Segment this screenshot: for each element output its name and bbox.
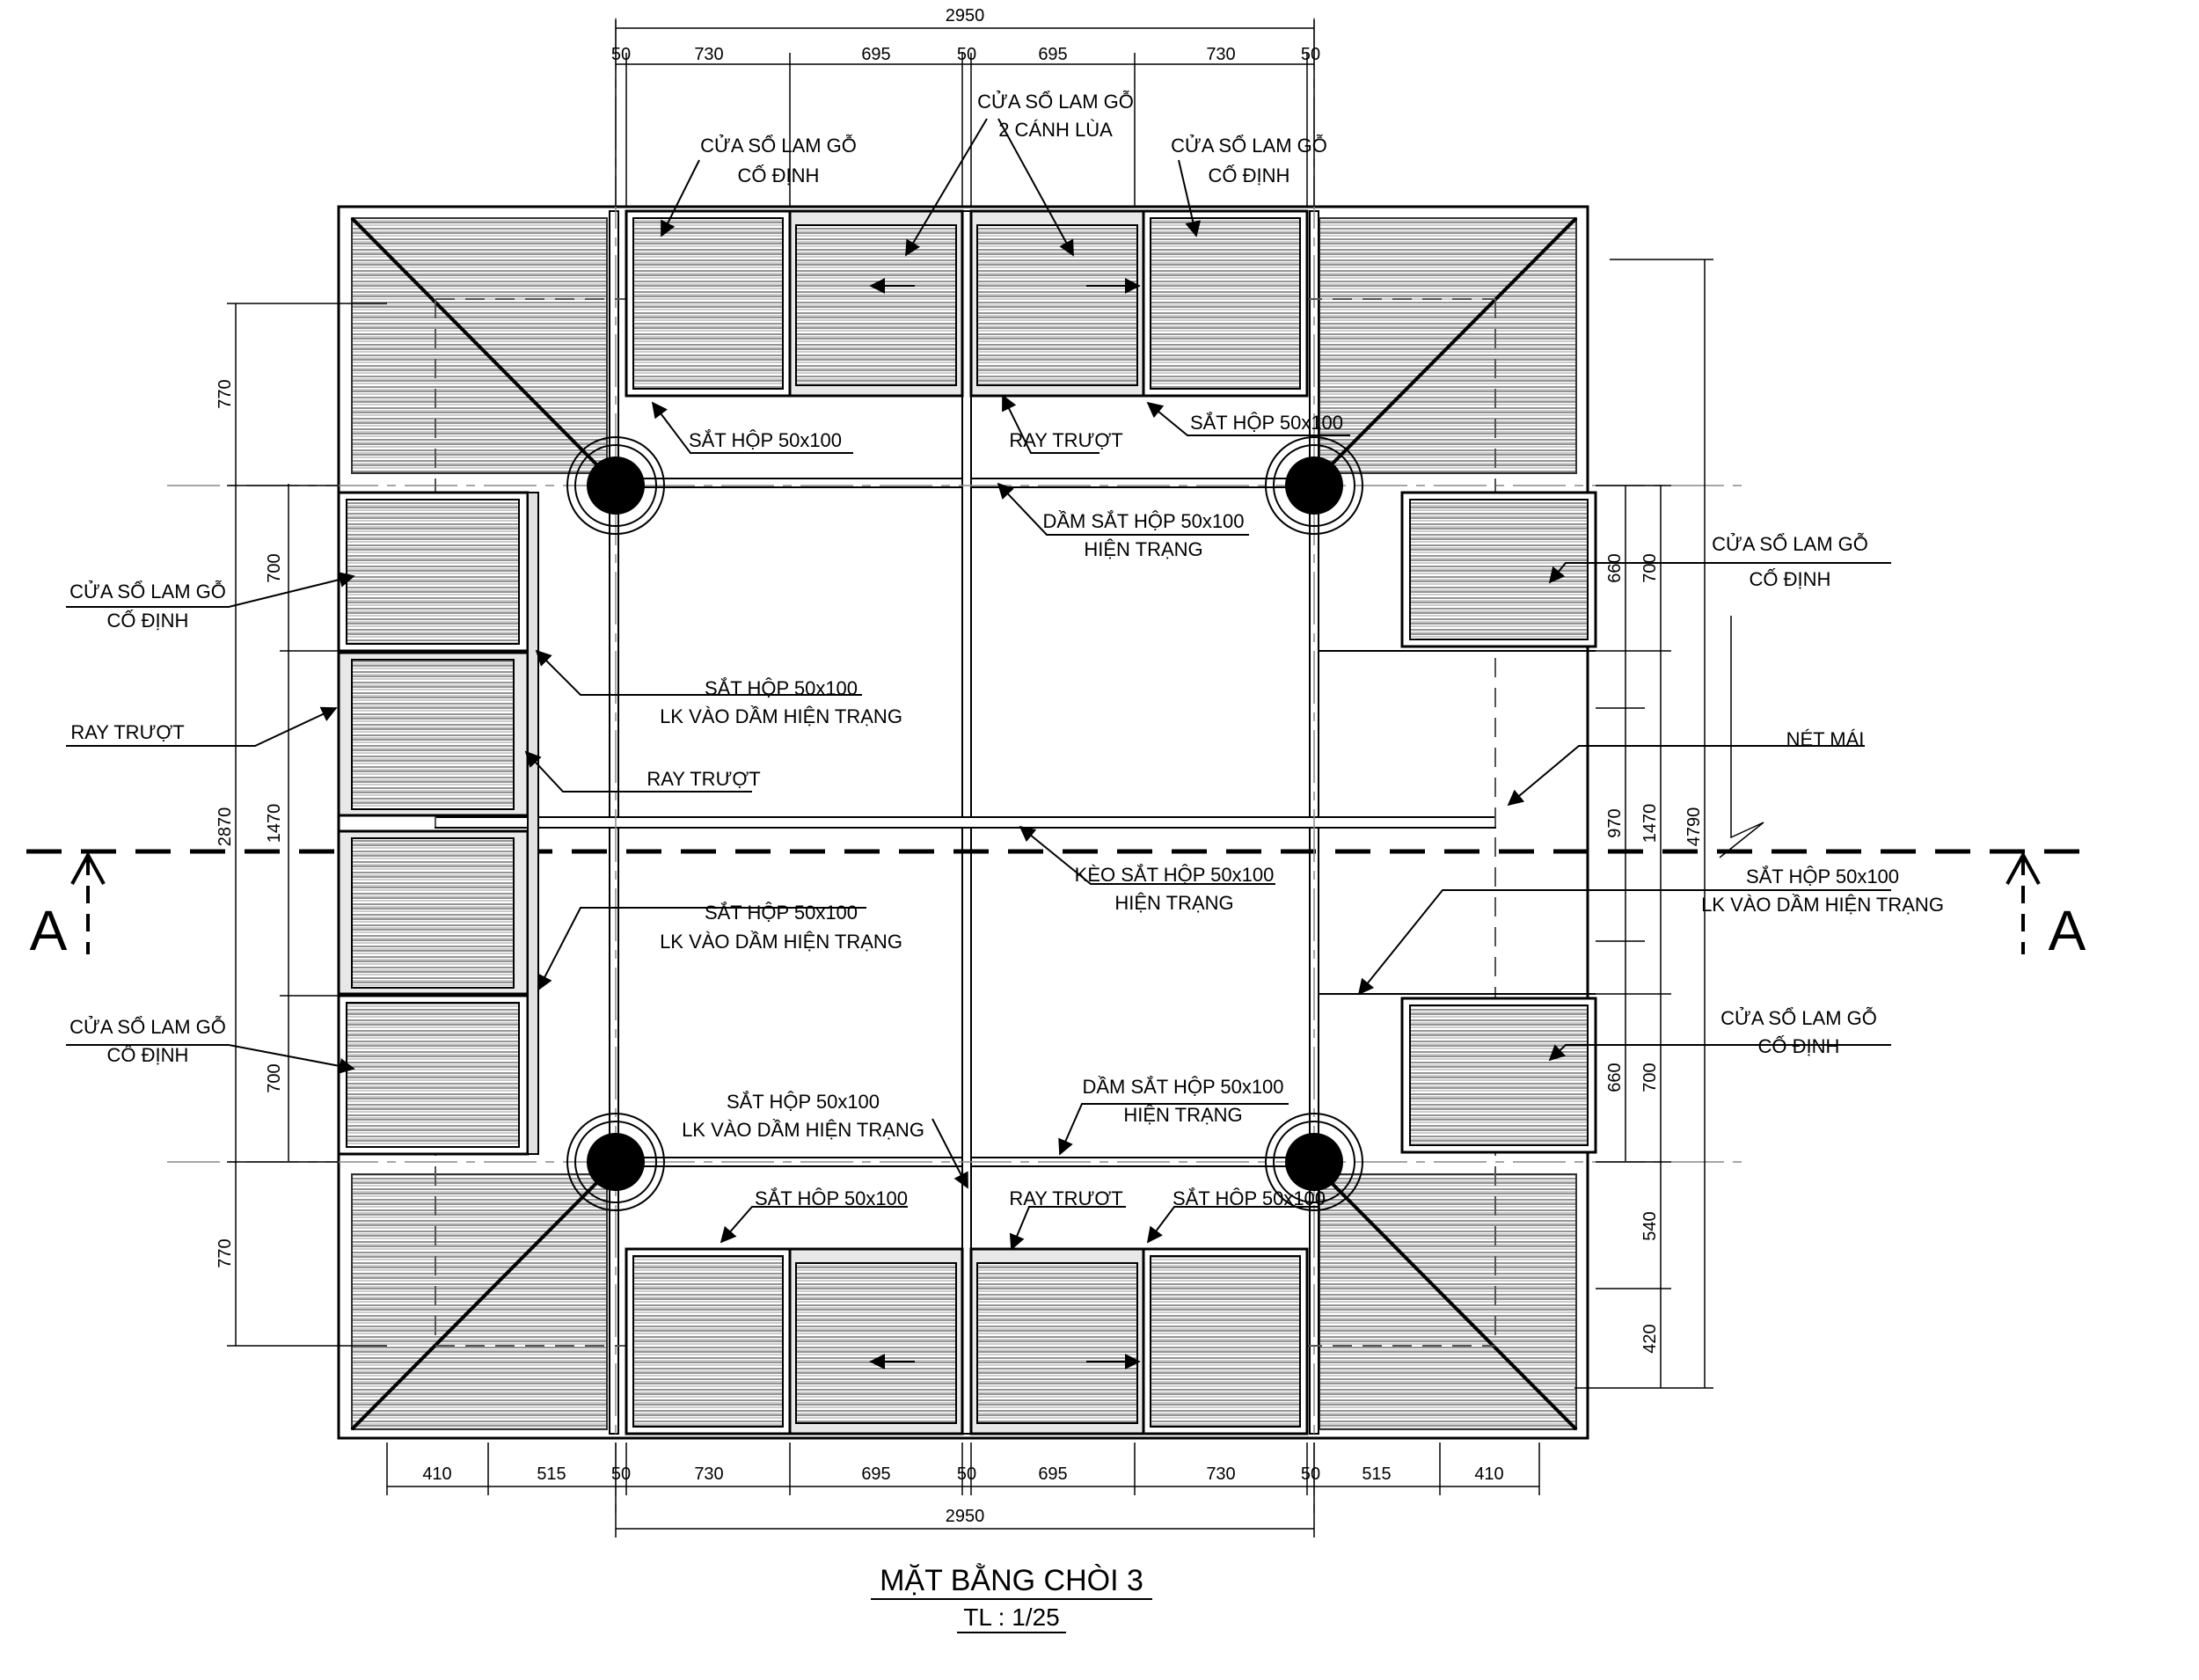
label-beam-top-1: DẦM SẮT HỘP 50x100 [1042, 510, 1244, 532]
column-bottom-left [566, 1113, 665, 1211]
dim-top-1: 50 [611, 45, 631, 64]
dim-left-1: 770 [216, 379, 235, 408]
label-net-mai: NÉT MÁI [1786, 728, 1865, 750]
label-steel-left-2a: SẮT HỘP 50x100 [705, 902, 858, 924]
dim-left-5: 770 [216, 1238, 235, 1267]
label-rail-center: RAY TRƯỢT [647, 768, 760, 790]
label-steel-right-b: LK VÀO DẦM HIỆN TRẠNG [1701, 894, 1944, 916]
column-top-left [566, 436, 665, 535]
dim-top-total: 2950 [946, 6, 985, 26]
label-steel-bottom-center-b: LK VÀO DẦM HIỆN TRẠNG [682, 1119, 924, 1141]
section-mark-right: A [2005, 851, 2086, 962]
dim-top-2: 730 [694, 45, 723, 64]
dim-bottom-11: 410 [1474, 1465, 1503, 1484]
dim-left-2: 700 [265, 553, 284, 582]
dim-bottom-5: 695 [861, 1465, 890, 1484]
drawing-title: MẶT BẰNG CHÒI 3 [880, 1564, 1143, 1597]
label-window-sliding-2: 2 CÁNH LÙA [998, 119, 1113, 141]
dim-right-2: 700 [1640, 553, 1660, 582]
label-steel-left-2b: LK VÀO DẦM HIỆN TRẠNG [660, 931, 902, 953]
dim-top-4: 50 [957, 45, 976, 64]
column-top-right [1265, 436, 1363, 535]
dimension-labels: 2950 50 730 695 50 695 730 50 410 515 50… [216, 6, 1704, 1526]
dim-bottom-7: 695 [1038, 1465, 1067, 1484]
label-window-top-right-2: CỐ ĐỊNH [1209, 164, 1290, 186]
dim-bottom-4: 730 [694, 1465, 723, 1484]
dim-right-4: 1470 [1640, 804, 1660, 844]
label-window-top-right-1: CỬA SỔ LAM GỖ [1171, 134, 1327, 157]
label-window-right-bottom-2: CỐ ĐỊNH [1758, 1034, 1840, 1057]
dim-right-6: 700 [1640, 1063, 1660, 1092]
label-steel-top-right: SẮT HỘP 50x100 [1190, 412, 1343, 434]
label-beam-bottom-1: DẦM SẮT HỘP 50x100 [1082, 1076, 1283, 1098]
dim-right-3: 970 [1605, 808, 1625, 837]
window-panels [337, 209, 1597, 1435]
label-truss-1: KÈO SẮT HỘP 50x100 [1075, 864, 1275, 886]
columns [566, 436, 1363, 1211]
label-window-left-top-2: CỐ ĐỊNH [107, 609, 189, 632]
dim-bottom-3: 50 [611, 1465, 631, 1484]
section-letter-left: A [30, 899, 68, 962]
dim-right-8: 420 [1640, 1324, 1660, 1353]
dim-bottom-1: 410 [422, 1465, 451, 1484]
dim-bottom-6: 50 [957, 1465, 976, 1484]
drawing-title-block: MẶT BẰNG CHÒI 3 TL : 1/25 [871, 1564, 1152, 1633]
label-window-sliding-1: CỬA SỔ LAM GỖ [977, 90, 1134, 113]
label-steel-left-1a: SẮT HỘP 50x100 [705, 677, 858, 699]
label-window-left-bottom-1: CỬA SỔ LAM GỖ [69, 1015, 226, 1038]
structural-frame [26, 18, 2085, 1513]
dim-right-5: 660 [1605, 1063, 1625, 1092]
dim-top-3: 695 [861, 45, 890, 64]
label-rail-bottom: RAY TRƯỢT [1009, 1187, 1122, 1209]
annotations: CỬA SỔ LAM GỖ CỐ ĐỊNH CỬA SỔ LAM GỖ 2 CÁ… [69, 90, 1944, 1209]
label-window-left-top-1: CỬA SỔ LAM GỖ [69, 580, 226, 603]
dim-right-7: 540 [1640, 1211, 1660, 1240]
dim-bottom-9: 50 [1301, 1465, 1320, 1484]
label-window-top-left-1: CỬA SỔ LAM GỖ [700, 134, 857, 157]
label-steel-bottom-left: SẮT HỘP 50x100 [755, 1187, 908, 1209]
section-mark-left: A [30, 851, 106, 962]
dim-left-3: 1470 [265, 804, 284, 844]
leader-lines [66, 118, 1891, 1251]
dim-top-7: 50 [1301, 45, 1320, 64]
dim-top-6: 730 [1206, 45, 1235, 64]
dim-bottom-total: 2950 [946, 1507, 985, 1526]
label-steel-left-1b: LK VÀO DẦM HIỆN TRẠNG [660, 705, 902, 727]
dim-right-total: 4790 [1684, 807, 1704, 847]
drawing-scale: TL : 1/25 [963, 1603, 1059, 1631]
label-window-right-top-1: CỬA SỔ LAM GỖ [1712, 532, 1868, 555]
label-beam-top-2: HIỆN TRẠNG [1084, 538, 1202, 560]
dim-left-total: 2870 [216, 807, 235, 847]
label-beam-bottom-2: HIỆN TRẠNG [1123, 1104, 1242, 1126]
label-steel-right-a: SẮT HỘP 50x100 [1746, 866, 1899, 887]
dim-top-5: 695 [1038, 45, 1067, 64]
label-window-right-top-2: CỐ ĐỊNH [1750, 567, 1831, 590]
label-steel-top-left: SẮT HỘP 50x100 [689, 429, 842, 451]
label-window-right-bottom-1: CỬA SỔ LAM GỖ [1720, 1006, 1877, 1029]
label-window-top-left-2: CỐ ĐỊNH [738, 164, 820, 186]
label-steel-bottom-center-a: SẮT HỘP 50x100 [727, 1091, 880, 1113]
label-rail-top: RAY TRƯỢT [1009, 429, 1122, 451]
dim-bottom-2: 515 [537, 1465, 566, 1484]
dimension-lines [227, 19, 1764, 1538]
section-letter-right: A [2049, 899, 2086, 962]
dim-bottom-8: 730 [1206, 1465, 1235, 1484]
label-steel-bottom-right: SẮT HỘP 50x100 [1173, 1187, 1326, 1209]
dim-right-1: 660 [1605, 553, 1625, 582]
section-marks: A A [30, 851, 2086, 962]
roof-outline [337, 205, 1589, 1440]
column-bottom-right [1265, 1113, 1363, 1211]
dim-bottom-10: 515 [1362, 1465, 1391, 1484]
label-window-left-bottom-2: CỐ ĐỊNH [107, 1043, 189, 1066]
dim-left-4: 700 [265, 1063, 284, 1092]
label-rail-left: RAY TRƯỢT [70, 721, 184, 743]
label-truss-2: HIỆN TRẠNG [1114, 892, 1233, 914]
